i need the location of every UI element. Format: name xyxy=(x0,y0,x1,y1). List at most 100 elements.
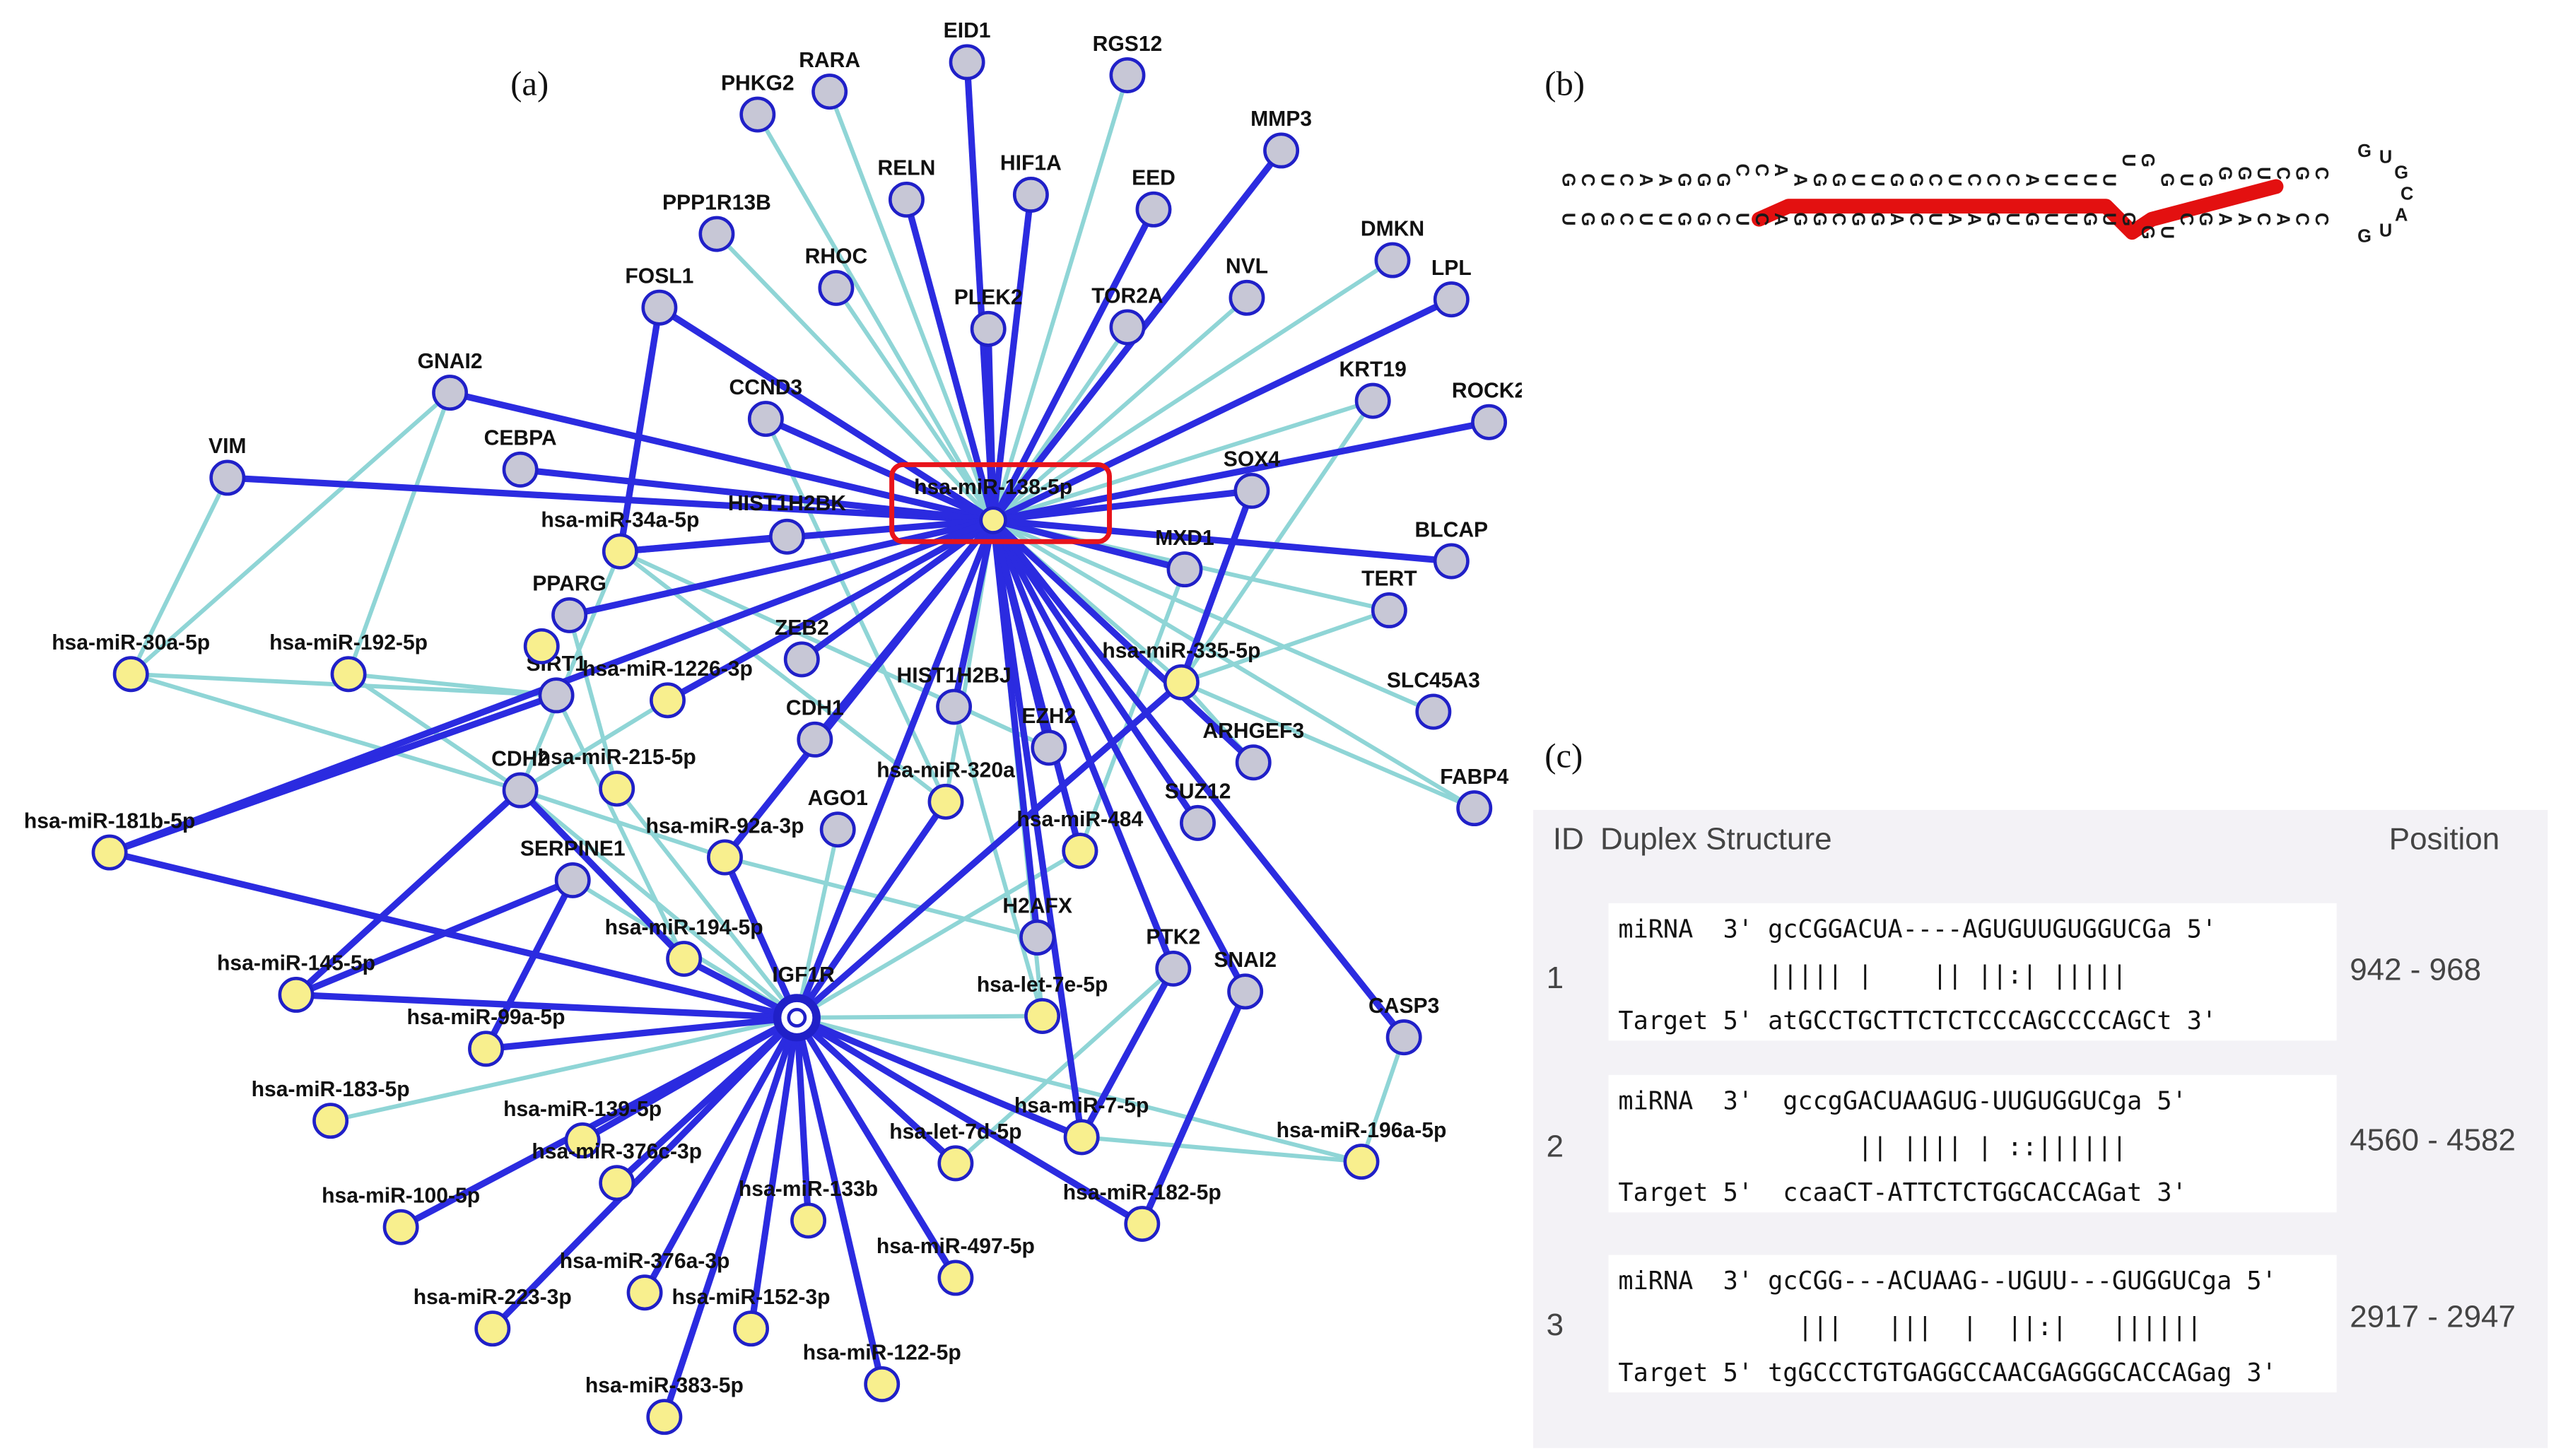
node-circle xyxy=(646,1399,683,1436)
hairpin-base: C xyxy=(2292,213,2312,225)
node-label: NVL xyxy=(1226,255,1268,278)
edge-igf1r-mir376a xyxy=(642,1016,800,1295)
row-3-duplex: miRNA 3' gcCGG---ACUAAG--UGUU---GUGGUCga… xyxy=(1608,1255,2337,1392)
hairpin-base: G xyxy=(1906,173,1925,187)
hairpin-base: U xyxy=(1559,213,1578,225)
node-label: hsa-miR-181b-5p xyxy=(24,809,195,833)
node-slc45a3: SLC45A3 xyxy=(1387,669,1480,730)
node-mir194: hsa-miR-194-5p xyxy=(605,916,763,977)
hairpin-base: G xyxy=(1848,212,1868,226)
hairpin-base: U xyxy=(2099,213,2119,225)
node-circle xyxy=(769,518,805,555)
hairpin-base: G xyxy=(2118,212,2138,226)
node-circle xyxy=(1263,132,1300,169)
node-lpl: LPL xyxy=(1431,257,1472,318)
edge-mir145-cdh2 xyxy=(293,787,523,997)
node-circle xyxy=(747,401,784,438)
hairpin-base: C xyxy=(1733,164,1752,177)
hairpin-base: A xyxy=(1636,173,1655,186)
node-label: FOSL1 xyxy=(625,264,693,288)
node-circle xyxy=(797,721,833,758)
hairpin-base: G xyxy=(1790,212,1810,226)
edge-hub-snai2 xyxy=(990,518,1248,994)
row-2-id: 2 xyxy=(1546,1130,1564,1166)
node-mir223: hsa-miR-223-3p xyxy=(414,1286,572,1347)
hairpin-base: U xyxy=(2099,173,2119,186)
hairpin-base: G xyxy=(1713,173,1733,187)
node-m_a xyxy=(523,628,560,664)
hairpin-base: U xyxy=(1868,173,1887,186)
edge-hub-phkg2 xyxy=(756,113,995,522)
hairpin-base: U xyxy=(1733,213,1752,225)
hairpin-base: C xyxy=(1964,173,1983,186)
node-label: hsa-miR-383-5p xyxy=(585,1374,744,1397)
edge-hub-lpl xyxy=(992,296,1453,524)
edge-hub-mir92a xyxy=(722,518,996,859)
hairpin-base: U xyxy=(2060,213,2080,225)
node-label: VIM xyxy=(209,435,246,458)
row-1-match: ||||| | || ||:| ||||| xyxy=(1618,960,2128,990)
hairpin-base: U xyxy=(1945,173,1964,186)
node-circle xyxy=(783,641,820,678)
hairpin-base: G xyxy=(1868,212,1887,226)
node-circle xyxy=(790,1202,827,1239)
edge-igf1r-mir7 xyxy=(795,1014,1083,1141)
node-zeb2: ZEB2 xyxy=(775,616,829,678)
edge-hub-mxd1 xyxy=(992,517,1186,573)
node-mir376a: hsa-miR-376a-3p xyxy=(560,1250,729,1311)
node-phkg2: PHKG2 xyxy=(721,71,795,133)
node-reln: RELN xyxy=(878,157,935,218)
edge-igf1r-mir223 xyxy=(490,1015,799,1331)
node-circle xyxy=(1354,382,1391,419)
hairpin-base: G xyxy=(2138,225,2157,240)
row-1-mirna: miRNA 3' gcCGGACUA----AGUGUUGUGGUCGa 5' xyxy=(1618,915,2217,944)
edge-hub-vim xyxy=(227,474,994,524)
node-plek2: PLEK2 xyxy=(954,286,1023,347)
node-mir376c: hsa-miR-376c-3p xyxy=(532,1140,702,1202)
network-edges xyxy=(108,61,1490,1419)
hairpin-base: U xyxy=(2253,167,2273,180)
edge-hub-krt19 xyxy=(992,399,1374,523)
node-label: PLEK2 xyxy=(954,286,1023,310)
node-rhoc: RHOC xyxy=(805,245,867,306)
node-label: GNAI2 xyxy=(418,350,483,373)
hairpin-base: A xyxy=(2215,213,2234,225)
edge-mir335-tert xyxy=(1180,608,1390,685)
node-krt19: KRT19 xyxy=(1339,358,1407,419)
node-label: CCND3 xyxy=(729,376,803,399)
edge-hub-plek2 xyxy=(985,329,997,521)
node-dmkn: DMKN xyxy=(1361,217,1424,278)
hairpin-base: C xyxy=(1752,164,1771,177)
node-m_b xyxy=(1062,833,1098,869)
node-cdh1: CDH1 xyxy=(786,697,844,758)
hairpin-base: G xyxy=(2234,166,2254,180)
edge-hub-rock2 xyxy=(992,418,1490,524)
edge-ptk2-mir7 xyxy=(1079,967,1176,1139)
node-circle xyxy=(554,862,591,898)
node-snai2: SNAI2 xyxy=(1214,949,1277,1010)
hairpin-base: C xyxy=(2003,173,2022,186)
edge-hub-ccnd3 xyxy=(764,416,995,524)
row-2-target: Target 5' ccaaCT-ATTCTCTGGCACCAGat 3' xyxy=(1618,1178,2187,1208)
hairpin-base: A xyxy=(1964,213,1983,225)
node-circle xyxy=(1024,998,1061,1035)
hairpin-base: G xyxy=(2357,141,2372,161)
node-label: hsa-miR-192-5p xyxy=(269,631,428,654)
node-circle xyxy=(1433,543,1470,580)
node-circle xyxy=(502,451,539,488)
edge-hub-ppp1r13b xyxy=(715,232,995,522)
node-circle xyxy=(1180,804,1216,841)
edge-igf1r-mir497 xyxy=(794,1016,958,1280)
node-nvl: NVL xyxy=(1226,255,1268,316)
node-h2afx: H2AFX xyxy=(1002,895,1072,956)
row-2-mirna: miRNA 3' gccgGACUAAGUG-UUGUGGUCga 5' xyxy=(1618,1086,2187,1116)
node-circle xyxy=(1385,1019,1422,1056)
node-mir133b: hsa-miR-133b xyxy=(739,1178,878,1239)
node-label: CDH1 xyxy=(786,697,844,720)
node-circle xyxy=(1109,309,1146,346)
node-mir92a: hsa-miR-92a-3p xyxy=(646,814,804,876)
node-label: AGO1 xyxy=(808,787,868,810)
node-label: hsa-miR-376c-3p xyxy=(532,1140,702,1163)
edge-igf1r-ago1 xyxy=(795,829,840,1018)
node-circle xyxy=(1163,664,1200,700)
